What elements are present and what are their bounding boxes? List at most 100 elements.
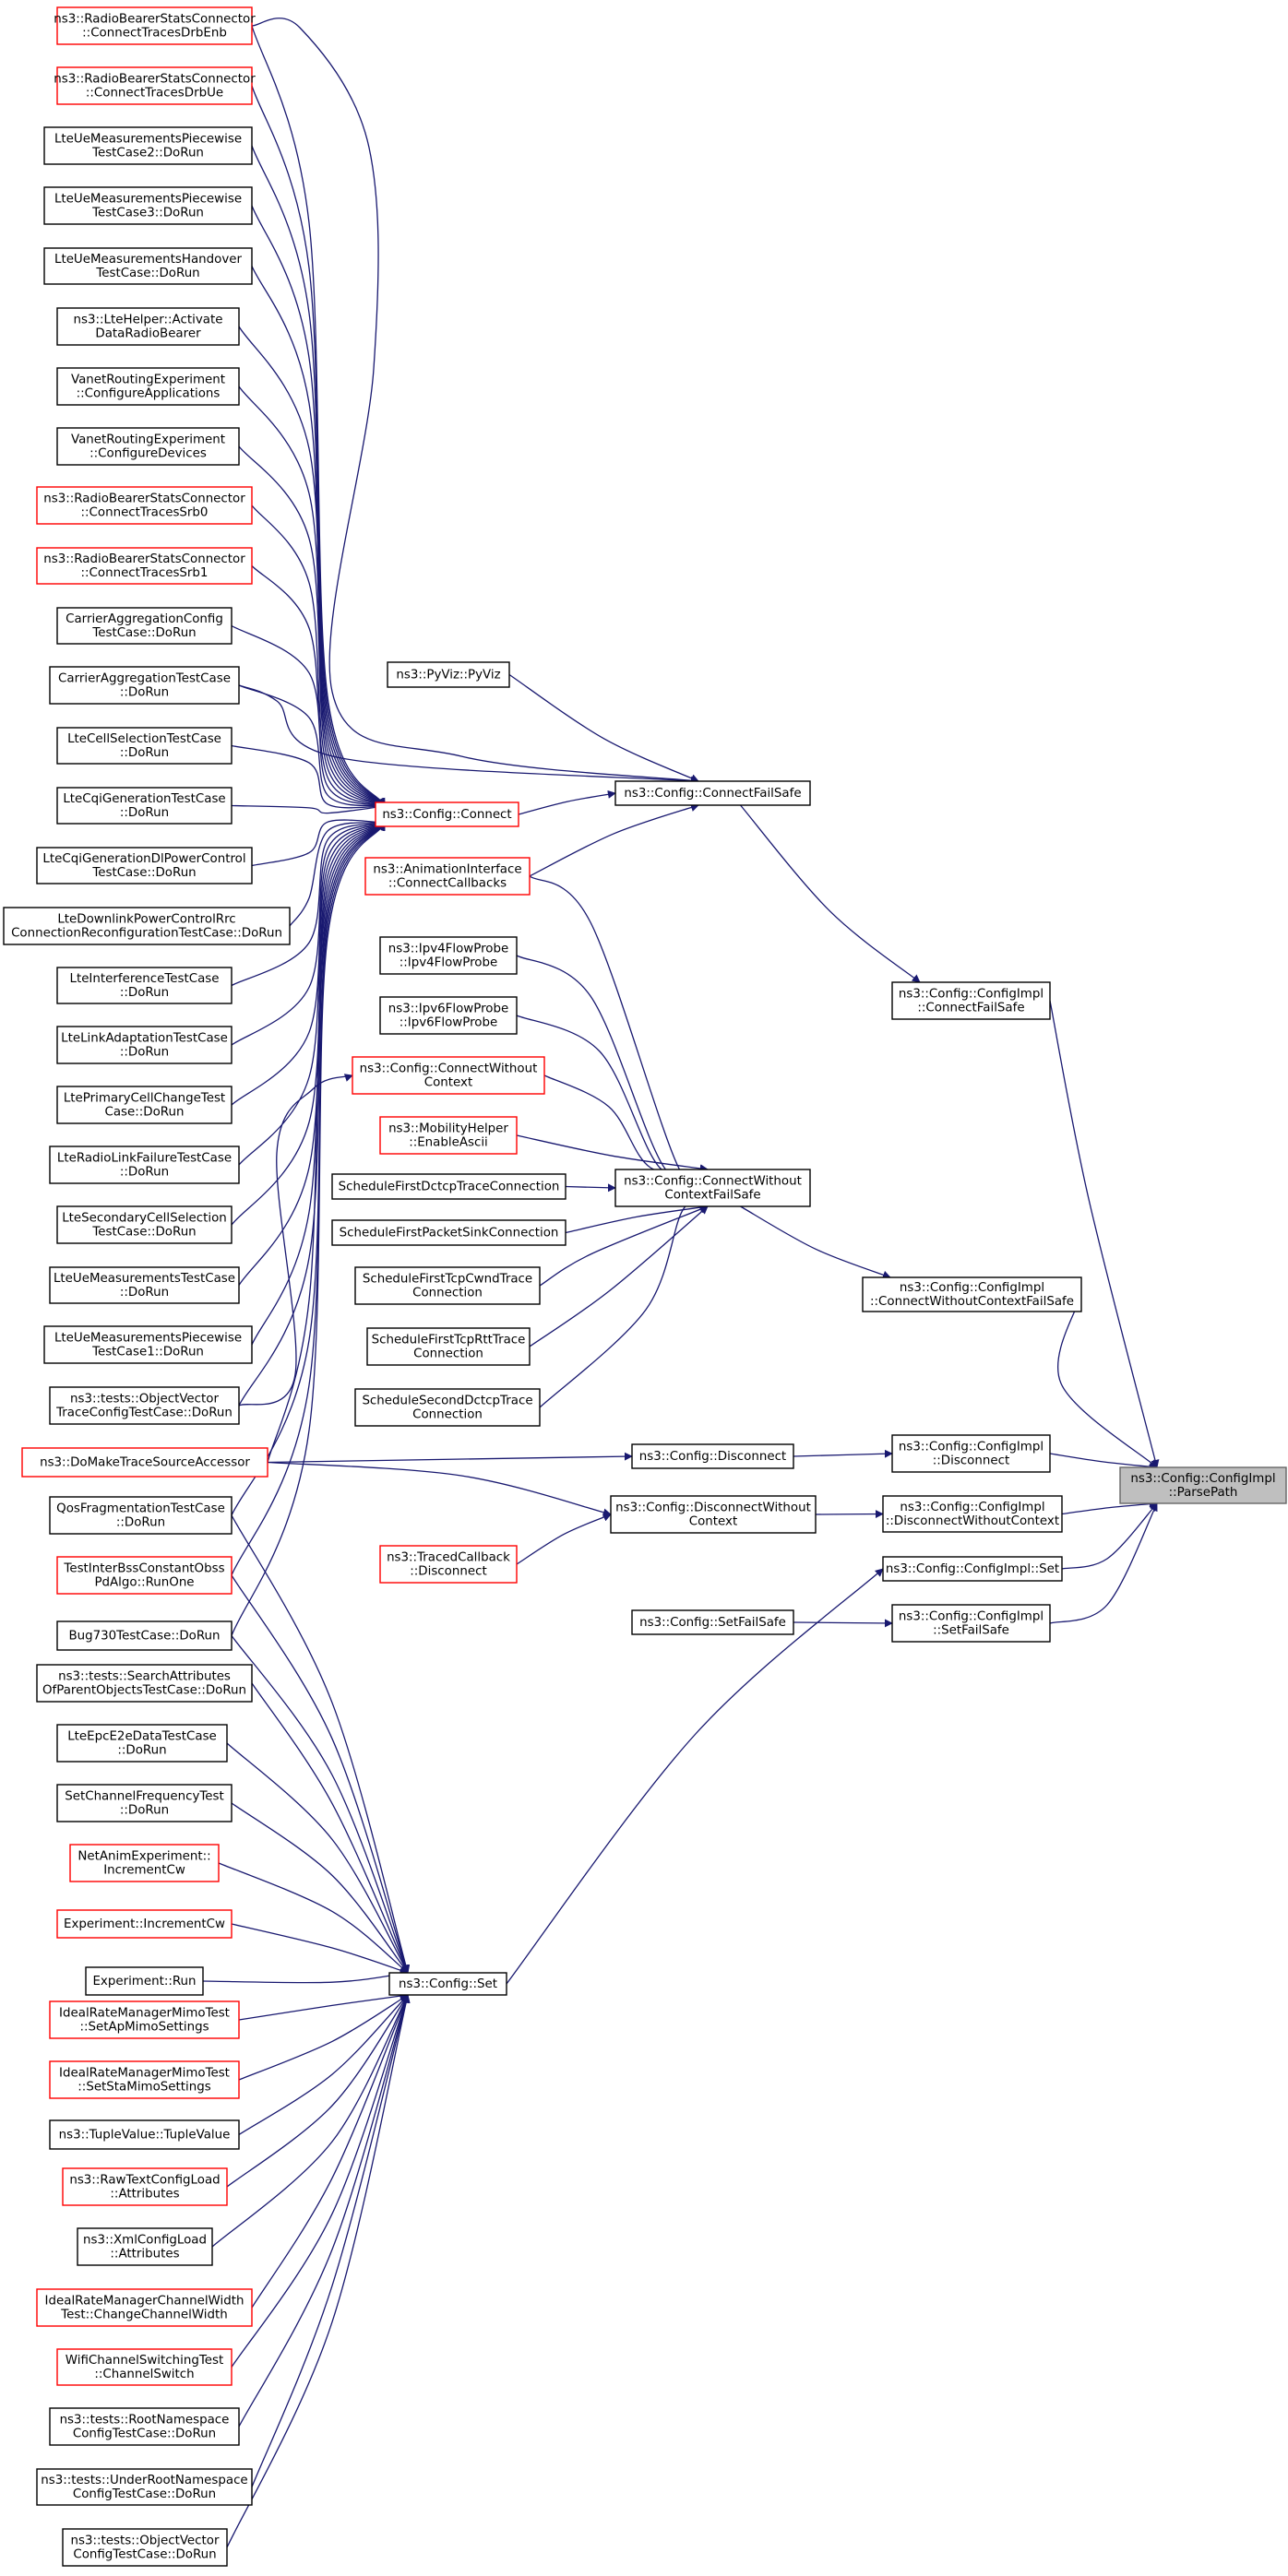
- node-n3[interactable]: LteUeMeasurementsPiecewiseTestCase3::DoR…: [43, 186, 253, 225]
- node-cfs[interactable]: ns3::Config::ConnectFailSafe: [614, 780, 811, 806]
- node-box: [56, 787, 233, 825]
- node-box: [49, 1266, 240, 1304]
- node-n21[interactable]: LteUeMeasurementsTestCase::DoRun: [49, 1266, 240, 1304]
- node-impldwc[interactable]: ns3::Config::ConfigImpl::DisconnectWitho…: [882, 1495, 1063, 1533]
- node-n42[interactable]: ns3::tests::UnderRootNamespaceConfigTest…: [36, 2468, 253, 2506]
- node-label: TraceConfigTestCase::DoRun: [55, 1407, 233, 1420]
- node-label: LteDownlinkPowerControlRrc: [57, 913, 235, 927]
- node-disconnect[interactable]: ns3::Config::Disconnect: [631, 1443, 794, 1469]
- node-n38[interactable]: ns3::XmlConfigLoad::Attributes: [77, 2227, 213, 2266]
- node-box: [62, 2528, 228, 2567]
- node-label: ns3::Ipv6FlowProbe: [388, 1003, 508, 1016]
- node-label: WifiChannelSwitchingTest: [66, 2354, 223, 2368]
- node-n34[interactable]: IdealRateManagerMimoTest::SetApMimoSetti…: [49, 2000, 240, 2039]
- node-label: LteRadioLinkFailureTestCase: [57, 1152, 232, 1166]
- node-n15[interactable]: LteDownlinkPowerControlRrcConnectionReco…: [3, 907, 291, 945]
- node-implcfs[interactable]: ns3::Config::ConfigImpl::ConnectFailSafe: [891, 981, 1051, 1020]
- node-traced[interactable]: ns3::TracedCallback::Disconnect: [379, 1545, 518, 1584]
- node-n33[interactable]: Experiment::Run: [85, 1966, 204, 1996]
- node-n2[interactable]: LteUeMeasurementsPiecewiseTestCase2::DoR…: [43, 126, 253, 165]
- node-n24[interactable]: ns3::DoMakeTraceSourceAccessor: [21, 1447, 268, 1478]
- node-n19[interactable]: LteRadioLinkFailureTestCase::DoRun: [49, 1146, 240, 1184]
- node-label: LteUeMeasurementsPiecewise: [54, 193, 242, 207]
- node-sfpsc[interactable]: ScheduleFirstPacketSinkConnection: [331, 1219, 566, 1246]
- node-n28[interactable]: ns3::tests::SearchAttributesOfParentObje…: [36, 1664, 253, 1703]
- node-dwc[interactable]: ns3::Config::DisconnectWithoutContext: [610, 1495, 817, 1534]
- node-n29[interactable]: LteEpcE2eDataTestCase::DoRun: [56, 1724, 228, 1763]
- node-parse[interactable]: ns3::Config::ConfigImpl::ParsePath: [1119, 1466, 1287, 1504]
- node-n12[interactable]: LteCellSelectionTestCase::DoRun: [56, 727, 233, 765]
- node-mobility[interactable]: ns3::MobilityHelper::EnableAscii: [379, 1116, 518, 1155]
- edge-n19-to-connect: [238, 822, 386, 1166]
- node-ipv6fp[interactable]: ns3::Ipv6FlowProbe::Ipv6FlowProbe: [379, 996, 518, 1035]
- node-n14[interactable]: LteCqiGenerationDlPowerControlTestCase::…: [36, 847, 253, 884]
- edge-sfrtt-to-cwcfs: [529, 1205, 709, 1347]
- node-box: [36, 2468, 253, 2506]
- node-cwc[interactable]: ns3::Config::ConnectWithoutContext: [352, 1056, 545, 1095]
- edge-n25-to-set: [231, 1514, 411, 1974]
- node-box: [379, 936, 518, 975]
- node-n25[interactable]: QosFragmentationTestCase::DoRun: [49, 1496, 233, 1535]
- node-implcwcfs[interactable]: ns3::Config::ConfigImpl::ConnectWithoutC…: [862, 1276, 1082, 1312]
- node-cwcfs[interactable]: ns3::Config::ConnectWithoutContextFailSa…: [614, 1169, 811, 1207]
- node-n31[interactable]: NetAnimExperiment::IncrementCw: [69, 1844, 220, 1882]
- node-n37[interactable]: ns3::RawTextConfigLoad::Attributes: [62, 2167, 228, 2206]
- node-box: [331, 1173, 566, 1200]
- node-n36[interactable]: ns3::TupleValue::TupleValue: [49, 2119, 240, 2150]
- node-label: ns3::RawTextConfigLoad: [69, 2174, 220, 2188]
- node-set[interactable]: ns3::Config::Set: [388, 1972, 507, 1996]
- node-n30[interactable]: SetChannelFrequencyTest::DoRun: [56, 1784, 233, 1822]
- node-label: ns3::TracedCallback: [387, 1551, 510, 1565]
- node-n32[interactable]: Experiment::IncrementCw: [56, 1909, 233, 1939]
- node-ipv4fp[interactable]: ns3::Ipv4FlowProbe::Ipv4FlowProbe: [379, 936, 518, 975]
- node-n8[interactable]: ns3::RadioBearerStatsConnector::ConnectT…: [36, 486, 253, 525]
- node-label: ScheduleFirstDctcpTraceConnection: [339, 1181, 560, 1194]
- edge-n40-to-set: [231, 1994, 410, 2368]
- node-n0[interactable]: ns3::RadioBearerStatsConnector::ConnectT…: [54, 6, 256, 45]
- edge-cwcfs-to-implcwcfs: [740, 1205, 891, 1279]
- node-n7[interactable]: VanetRoutingExperiment::ConfigureDevices: [56, 427, 240, 466]
- node-n27[interactable]: Bug730TestCase::DoRun: [56, 1620, 233, 1651]
- node-n13[interactable]: LteCqiGenerationTestCase::DoRun: [56, 787, 233, 825]
- node-n43[interactable]: ns3::tests::ObjectVectorConfigTestCase::…: [62, 2528, 228, 2567]
- node-label: TestCase::DoRun: [91, 1226, 196, 1240]
- node-implsetfs[interactable]: ns3::Config::ConfigImpl::SetFailSafe: [891, 1604, 1051, 1643]
- node-n41[interactable]: ns3::tests::RootNamespaceConfigTestCase:…: [49, 2407, 240, 2446]
- node-n6[interactable]: VanetRoutingExperiment::ConfigureApplica…: [56, 367, 240, 406]
- edge-n30-to-set: [231, 1802, 409, 1974]
- node-implset[interactable]: ns3::Config::ConfigImpl::Set: [882, 1556, 1063, 1582]
- edge-n24-to-disconnect: [267, 1452, 633, 1464]
- edge-n42-to-set: [251, 1994, 411, 2487]
- edge-n36-to-set: [238, 1994, 409, 2136]
- node-label: ns3::PyViz::PyViz: [396, 669, 500, 683]
- node-setfs[interactable]: ns3::Config::SetFailSafe: [631, 1609, 794, 1635]
- node-anim[interactable]: ns3::AnimationInterface::ConnectCallback…: [364, 857, 531, 896]
- node-sfdtc[interactable]: ScheduleFirstDctcpTraceConnection: [331, 1173, 566, 1200]
- node-n17[interactable]: LteLinkAdaptationTestCase::DoRun: [56, 1026, 233, 1064]
- node-n35[interactable]: IdealRateManagerMimoTest::SetStaMimoSett…: [49, 2060, 240, 2099]
- node-pyviz[interactable]: ns3::PyViz::PyViz: [387, 661, 510, 688]
- node-n11[interactable]: CarrierAggregationTestCase::DoRun: [49, 666, 240, 705]
- node-box: [56, 307, 240, 346]
- node-n22[interactable]: LteUeMeasurementsPiecewiseTestCase1::DoR…: [43, 1325, 253, 1364]
- node-impldisc[interactable]: ns3::Config::ConfigImpl::Disconnect: [891, 1434, 1051, 1473]
- node-n39[interactable]: IdealRateManagerChannelWidthTest::Change…: [36, 2288, 253, 2327]
- edge-setfs-to-implsetfs: [793, 1619, 893, 1628]
- node-n9[interactable]: ns3::RadioBearerStatsConnector::ConnectT…: [36, 547, 253, 585]
- edge-n37-to-set: [226, 1994, 409, 2188]
- node-n23[interactable]: ns3::tests::ObjectVectorTraceConfigTestC…: [49, 1386, 240, 1425]
- node-n1[interactable]: ns3::RadioBearerStatsConnector::ConnectT…: [54, 66, 256, 105]
- node-n40[interactable]: WifiChannelSwitchingTest::ChannelSwitch: [56, 2348, 233, 2386]
- node-n16[interactable]: LteInterferenceTestCase::DoRun: [56, 967, 233, 1004]
- node-box: [56, 66, 253, 105]
- node-connect[interactable]: ns3::Config::Connect: [375, 801, 519, 827]
